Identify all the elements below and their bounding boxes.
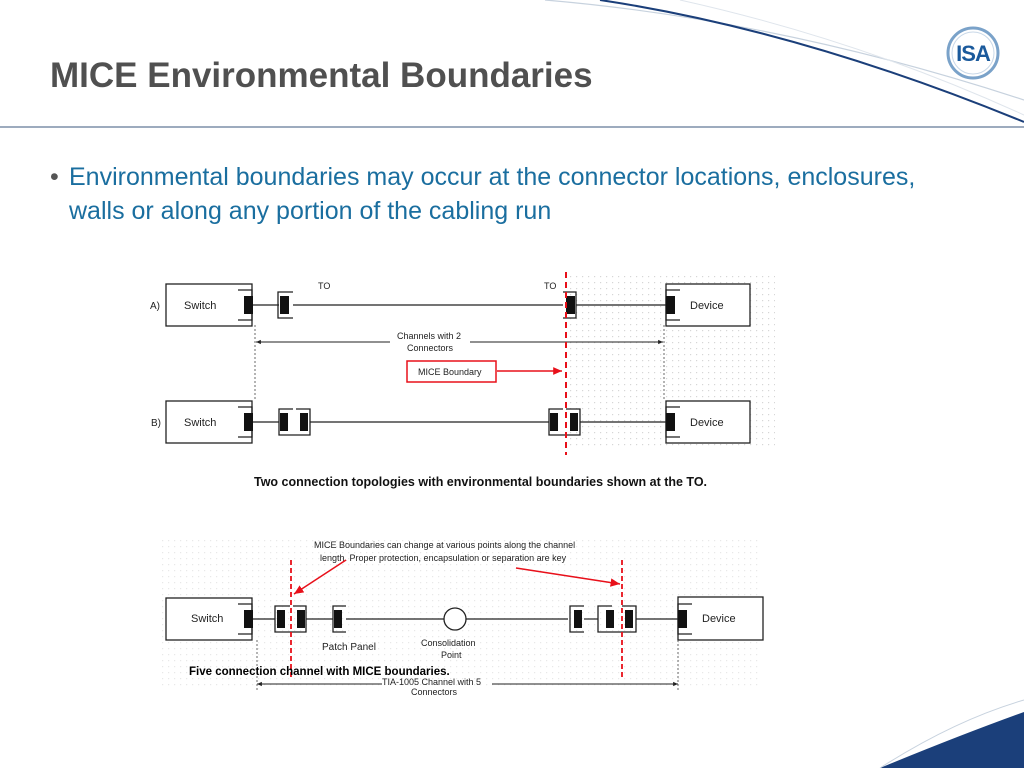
mice-boundary-callout bbox=[406, 360, 497, 383]
d2-connector-5 bbox=[606, 610, 614, 628]
row-a-switch-box bbox=[165, 283, 253, 327]
row-a-device-label: Device bbox=[690, 300, 724, 312]
diagram-2-caption: Five connection channel with MICE bounda… bbox=[189, 666, 450, 678]
slide-title: MICE Environmental Boundaries bbox=[50, 56, 593, 95]
header-swoosh-navy bbox=[599, 0, 1024, 123]
note-arrow-left bbox=[293, 559, 347, 595]
d2-channel-text-line2: Connectors bbox=[411, 687, 458, 697]
isa-logo-text: ISA bbox=[956, 41, 991, 66]
d2-connector-4 bbox=[574, 610, 582, 628]
channel-text-line2: Connectors bbox=[407, 343, 454, 353]
row-a-switch-label: Switch bbox=[184, 300, 216, 312]
footer-swoosh-navy bbox=[880, 712, 1024, 768]
row-a-device-jack bbox=[666, 296, 675, 314]
row-b-marker: B) bbox=[151, 418, 161, 429]
note-line2: length. Proper protection, encapsulation… bbox=[320, 553, 567, 563]
row-b-to-connector-2 bbox=[570, 413, 578, 431]
row-b-switch-label: Switch bbox=[184, 417, 216, 429]
bullet-text: Environmental boundaries may occur at th… bbox=[69, 163, 916, 225]
d2-connector-2 bbox=[297, 610, 305, 628]
row-a-to-left-connector bbox=[280, 296, 289, 314]
isa-logo: ISA bbox=[946, 26, 1000, 80]
row-b-device-box bbox=[665, 400, 751, 444]
d2-channel-text-line1: TIA-1005 Channel with 5 bbox=[382, 677, 481, 687]
row-b-switch-box bbox=[165, 400, 253, 444]
diagram-1-caption: Two connection topologies with environme… bbox=[254, 475, 707, 489]
row-a-switch-jack bbox=[244, 296, 253, 314]
row-b-device-label: Device bbox=[690, 417, 724, 429]
footer-swoosh-light bbox=[879, 699, 1024, 768]
consolidation-label-line1: Consolidation bbox=[421, 638, 476, 648]
d2-switch-label: Switch bbox=[191, 613, 223, 625]
header-swoosh-thin bbox=[679, 0, 1024, 116]
header-swoosh-light bbox=[544, 0, 1024, 101]
row-a-marker: A) bbox=[150, 301, 160, 312]
topology-diagram-2: MICE Boundaries can change at various po… bbox=[162, 537, 764, 697]
d2-device-label: Device bbox=[702, 613, 736, 625]
note-line1: MICE Boundaries can change at various po… bbox=[314, 540, 575, 550]
patch-panel-label: Patch Panel bbox=[322, 642, 376, 653]
row-b-to-connector-1 bbox=[550, 413, 558, 431]
consolidation-point-icon bbox=[443, 607, 467, 631]
topology-diagram-1: A) Switch TO TO Device Channels with 2 bbox=[150, 272, 775, 489]
d2-connector-1 bbox=[277, 610, 285, 628]
d2-connector-6 bbox=[625, 610, 633, 628]
isa-logo-badge-icon bbox=[946, 26, 1000, 80]
d2-switch-box bbox=[165, 597, 253, 641]
row-a-to-right-connector bbox=[566, 296, 575, 314]
row-b-patch-connector-2 bbox=[300, 413, 308, 431]
to-label-left: TO bbox=[318, 281, 330, 291]
bullet-item: • Environmental boundaries may occur at … bbox=[50, 160, 930, 228]
d2-device-box bbox=[677, 596, 764, 641]
row-b-patch-connector-1 bbox=[280, 413, 288, 431]
mice-boundary-label: MICE Boundary bbox=[418, 367, 482, 377]
note-arrow-right bbox=[515, 567, 621, 587]
channel-text-line1: Channels with 2 bbox=[397, 331, 461, 341]
consolidation-label-line2: Point bbox=[441, 650, 462, 660]
d2-patch-panel-connector bbox=[334, 610, 342, 628]
to-label-right: TO bbox=[544, 281, 556, 291]
bullet-dot-icon: • bbox=[50, 163, 59, 191]
